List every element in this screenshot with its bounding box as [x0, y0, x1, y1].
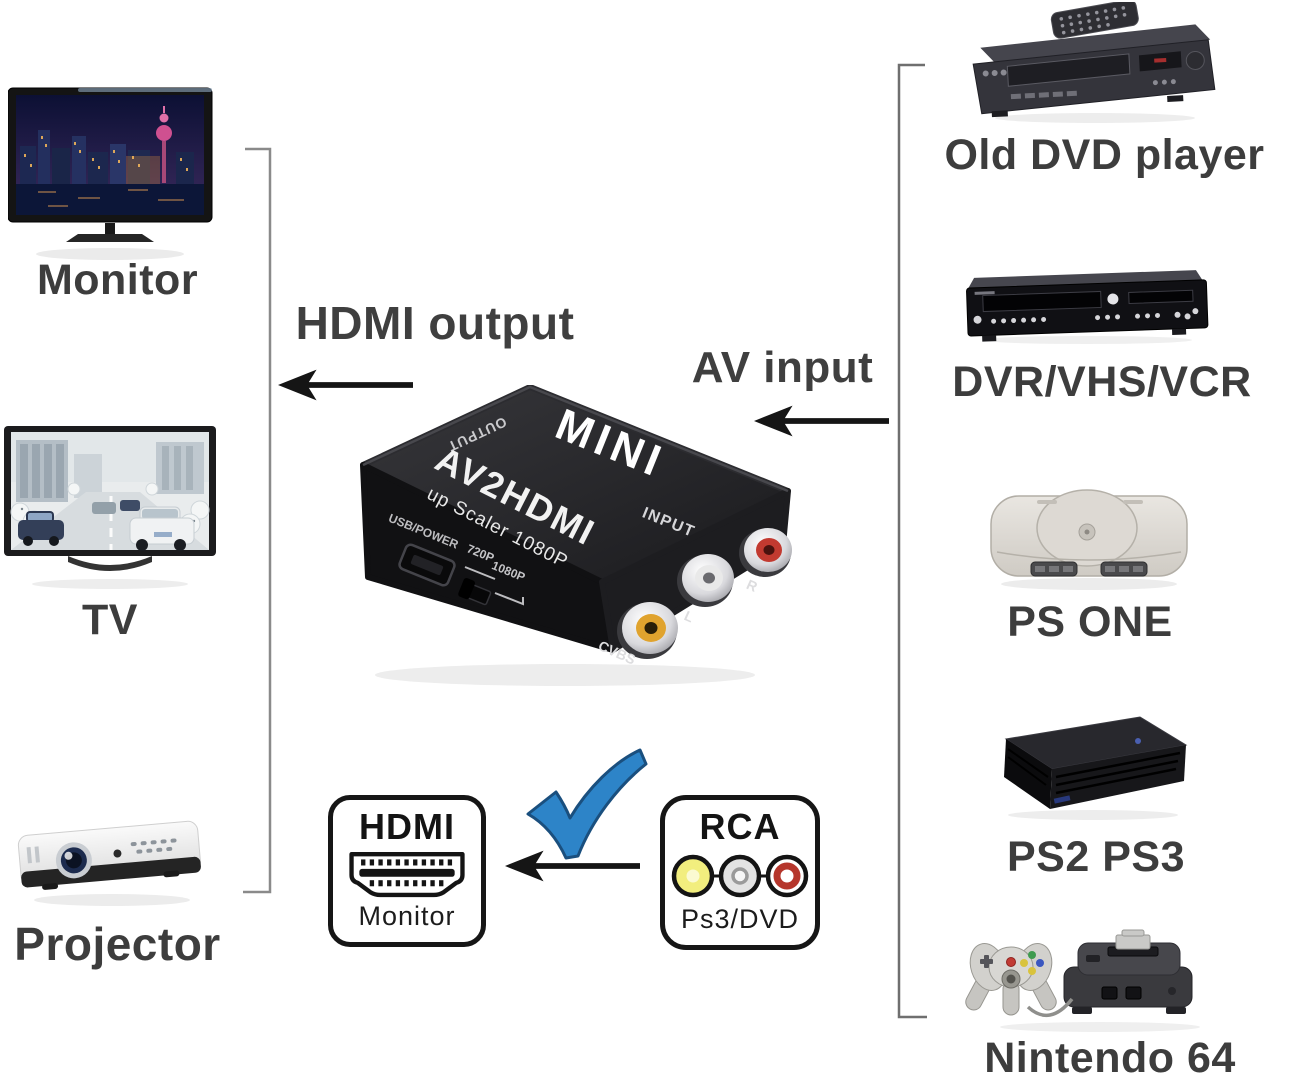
resolution-switch [458, 578, 492, 606]
old-dvd-player-image [972, 2, 1216, 123]
rca-red-plug [765, 854, 809, 898]
dvd-slot [1128, 289, 1194, 304]
vhs-slot [982, 290, 1102, 313]
rca-plugs-icon [671, 854, 809, 898]
hdmi-output-label: HDMI output [295, 297, 575, 349]
car [129, 506, 195, 551]
left-jack-label: L [682, 607, 697, 625]
rca-card-caption: Ps3/DVD [680, 904, 800, 934]
projector-image [17, 820, 201, 906]
projector-lens [55, 842, 92, 879]
cassette-slot [1006, 53, 1131, 87]
av2hdmi-converter-image: OUTPUT MINI AV2HDMI up Scaler 1080P INPU… [360, 385, 792, 686]
nintendo-64-image [965, 929, 1200, 1032]
cvbs-jack-yellow [617, 602, 678, 659]
car [18, 511, 64, 546]
audio-right-jack-red [739, 528, 792, 577]
tv-label: TV [82, 596, 138, 644]
hdmi-card-title: HDMI [359, 806, 455, 847]
rca-yellow-plug [671, 854, 715, 898]
hdmi-connector-card: HDMI Monitor [328, 795, 486, 947]
rca-white-plug [718, 854, 762, 898]
old-dvd-player-label: Old DVD player [944, 131, 1265, 179]
tv-image [4, 426, 216, 589]
output-group-bracket [243, 147, 272, 894]
ps2-ps3-image [1004, 716, 1188, 820]
ps-one-image [990, 489, 1188, 590]
monitor-label: Monitor [36, 256, 199, 304]
rca-card-title: RCA [699, 806, 781, 847]
rca-to-hdmi-arrow-icon [505, 850, 640, 882]
hdmi-plug-icon [349, 851, 465, 897]
hdmi-output-arrow-icon [278, 369, 413, 401]
av-input-arrow-icon [754, 405, 889, 437]
ps2-ps3-label: PS2 PS3 [1007, 833, 1185, 881]
right-jack-label: R [744, 576, 760, 595]
checkmark-icon [526, 748, 648, 860]
hdmi-card-caption: Monitor [358, 901, 456, 931]
winter-street-scene [10, 440, 210, 551]
usb-port [398, 543, 456, 587]
game-cartridge [1115, 934, 1151, 950]
av-input-label: AV input [691, 343, 874, 392]
projector-label: Projector [14, 918, 221, 970]
nintendo-64-label: Nintendo 64 [984, 1034, 1236, 1081]
n64-controller [965, 943, 1074, 1017]
audio-left-jack-white [677, 554, 734, 607]
input-group-bracket [897, 63, 927, 1019]
ps-one-label: PS ONE [1007, 598, 1173, 646]
monitor-image [8, 87, 213, 260]
n64-console [1063, 929, 1193, 1014]
remote-control [1050, 2, 1139, 39]
dvr-vhs-vcr-label: DVR/VHS/VCR [952, 358, 1252, 406]
dvr-vhs-vcr-image [966, 270, 1209, 344]
controller-ports [1030, 561, 1148, 577]
rca-connector-card: RCA Ps3/DVD [660, 795, 820, 950]
